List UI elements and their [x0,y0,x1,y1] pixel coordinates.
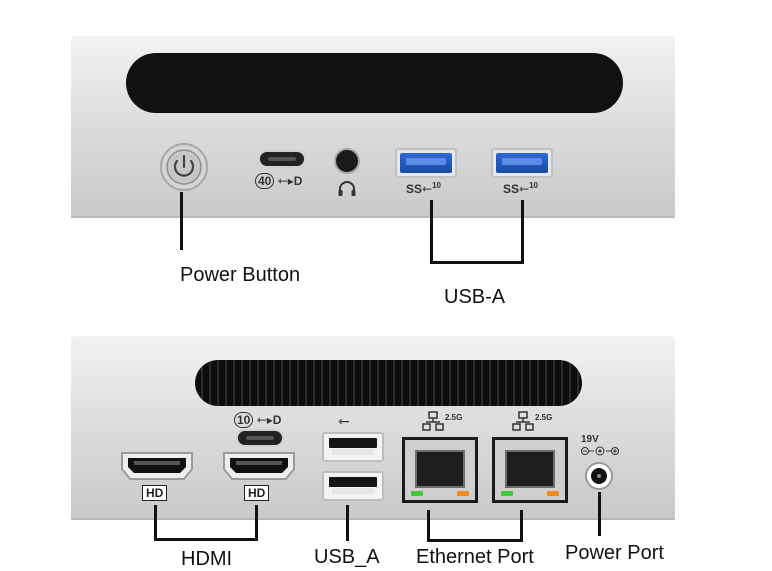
ethernet-callout-bridge [427,539,523,542]
power-port[interactable] [585,462,613,490]
ethernet-port-left[interactable] [402,437,478,503]
link-led-green [411,491,423,496]
headphone-icon [338,181,356,196]
usb-symbol-icon: ⇽ [422,182,433,196]
rear-usbc-port[interactable] [236,429,284,447]
usb-a-front-label: USB-A [444,286,506,308]
thunderbolt-icon: ⇽▸D [253,413,282,427]
power-voltage-mark: 19V [581,434,599,445]
hdmi-callout-left [154,505,157,541]
rear-vent [195,360,582,406]
activity-led-orange [457,491,469,496]
hdmi-callout-bridge [154,538,258,541]
network-icon [512,411,534,431]
ethernet-right-speed: 2.5G [535,413,553,422]
front-panel [71,36,675,218]
front-usb-a-left-mark: SS⇽10 [406,181,441,196]
usb-symbol-icon: ⇽ [338,413,350,429]
front-usb-a-port-left[interactable] [395,148,457,178]
activity-led-orange [547,491,559,496]
usb-a-callout-left [430,200,433,264]
front-usb-a-port-right[interactable] [491,148,553,178]
dc-polarity-icon [581,446,619,456]
ethernet-left-speed: 2.5G [445,413,463,422]
rear-usb-a-port-top[interactable] [322,432,384,462]
power-button-label: Power Button [180,264,301,286]
rear-usb-a-port-bottom[interactable] [322,471,384,501]
headphone-jack[interactable] [334,148,360,174]
usb-a-rear-callout [346,505,349,541]
hdmi-label: HDMI [181,548,233,570]
power-button-callout [180,192,183,250]
power-button[interactable] [159,142,209,192]
hdmi-port-left[interactable] [120,451,194,481]
network-icon [422,411,444,431]
hdmi-callout-right [255,505,258,541]
power-port-label: Power Port [565,542,664,564]
usb-a-callout-right [521,200,524,264]
front-usbc-port[interactable] [258,150,306,168]
thunderbolt-icon: ⇽▸D [274,174,303,188]
ethernet-callout-left [427,510,430,542]
usb-symbol-icon: ⇽ [519,182,530,196]
front-window [126,53,623,113]
hdmi-right-mark: HD [244,485,270,501]
hdmi-port-right[interactable] [222,451,296,481]
power-port-callout [598,492,601,536]
power-icon [173,154,195,177]
front-usbc-mark: 40 ⇽▸D [255,173,303,189]
ethernet-callout-right [520,510,523,542]
usb-a-callout-bridge [430,261,524,264]
hdmi-left-mark: HD [142,485,168,501]
ethernet-port-label: Ethernet Port [416,546,534,568]
front-usb-a-right-mark: SS⇽10 [503,181,538,196]
rear-usbc-mark: 10 ⇽▸D [234,412,282,428]
link-led-green [501,491,513,496]
usb-a-rear-label: USB_A [314,546,380,568]
ethernet-port-right[interactable] [492,437,568,503]
